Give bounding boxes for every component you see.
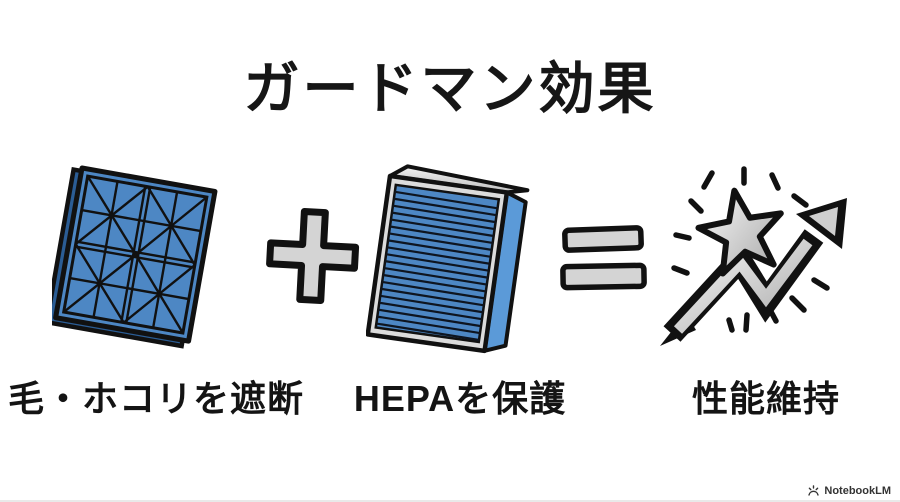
prefilter-mesh-diagonals: [62, 175, 208, 334]
plus-shape: [266, 208, 360, 305]
page-title: ガードマン効果: [243, 57, 657, 120]
star-trend-arrow-icon: [660, 166, 847, 346]
prefilter-grid: [69, 181, 202, 328]
notebooklm-logo-icon: [808, 485, 820, 496]
plus-operator: [266, 208, 360, 305]
hepa-group: [366, 164, 530, 354]
star-shape: [695, 187, 784, 277]
watermark: NotebookLM: [807, 485, 891, 497]
bottom-edge-line: [0, 500, 900, 502]
hepa-pleats: [376, 190, 498, 342]
watermark-brand-text: NotebookLM: [824, 485, 891, 497]
caption-hepa: HEPAを保護: [353, 378, 567, 419]
sparkle-rays: [671, 166, 830, 333]
caption-performance: 性能維持: [691, 378, 841, 419]
pleated-hepa-filter-icon: [366, 164, 530, 354]
trend-arrow: [660, 198, 847, 346]
equals-bottom-bar: [560, 262, 647, 291]
prefilter-group: [52, 165, 218, 349]
mesh-prefilter-icon: [52, 165, 218, 349]
caption-prefilter: 毛・ホコリを遮断: [7, 378, 305, 419]
equals-operator: [560, 225, 647, 291]
equals-top-bar: [562, 225, 644, 253]
